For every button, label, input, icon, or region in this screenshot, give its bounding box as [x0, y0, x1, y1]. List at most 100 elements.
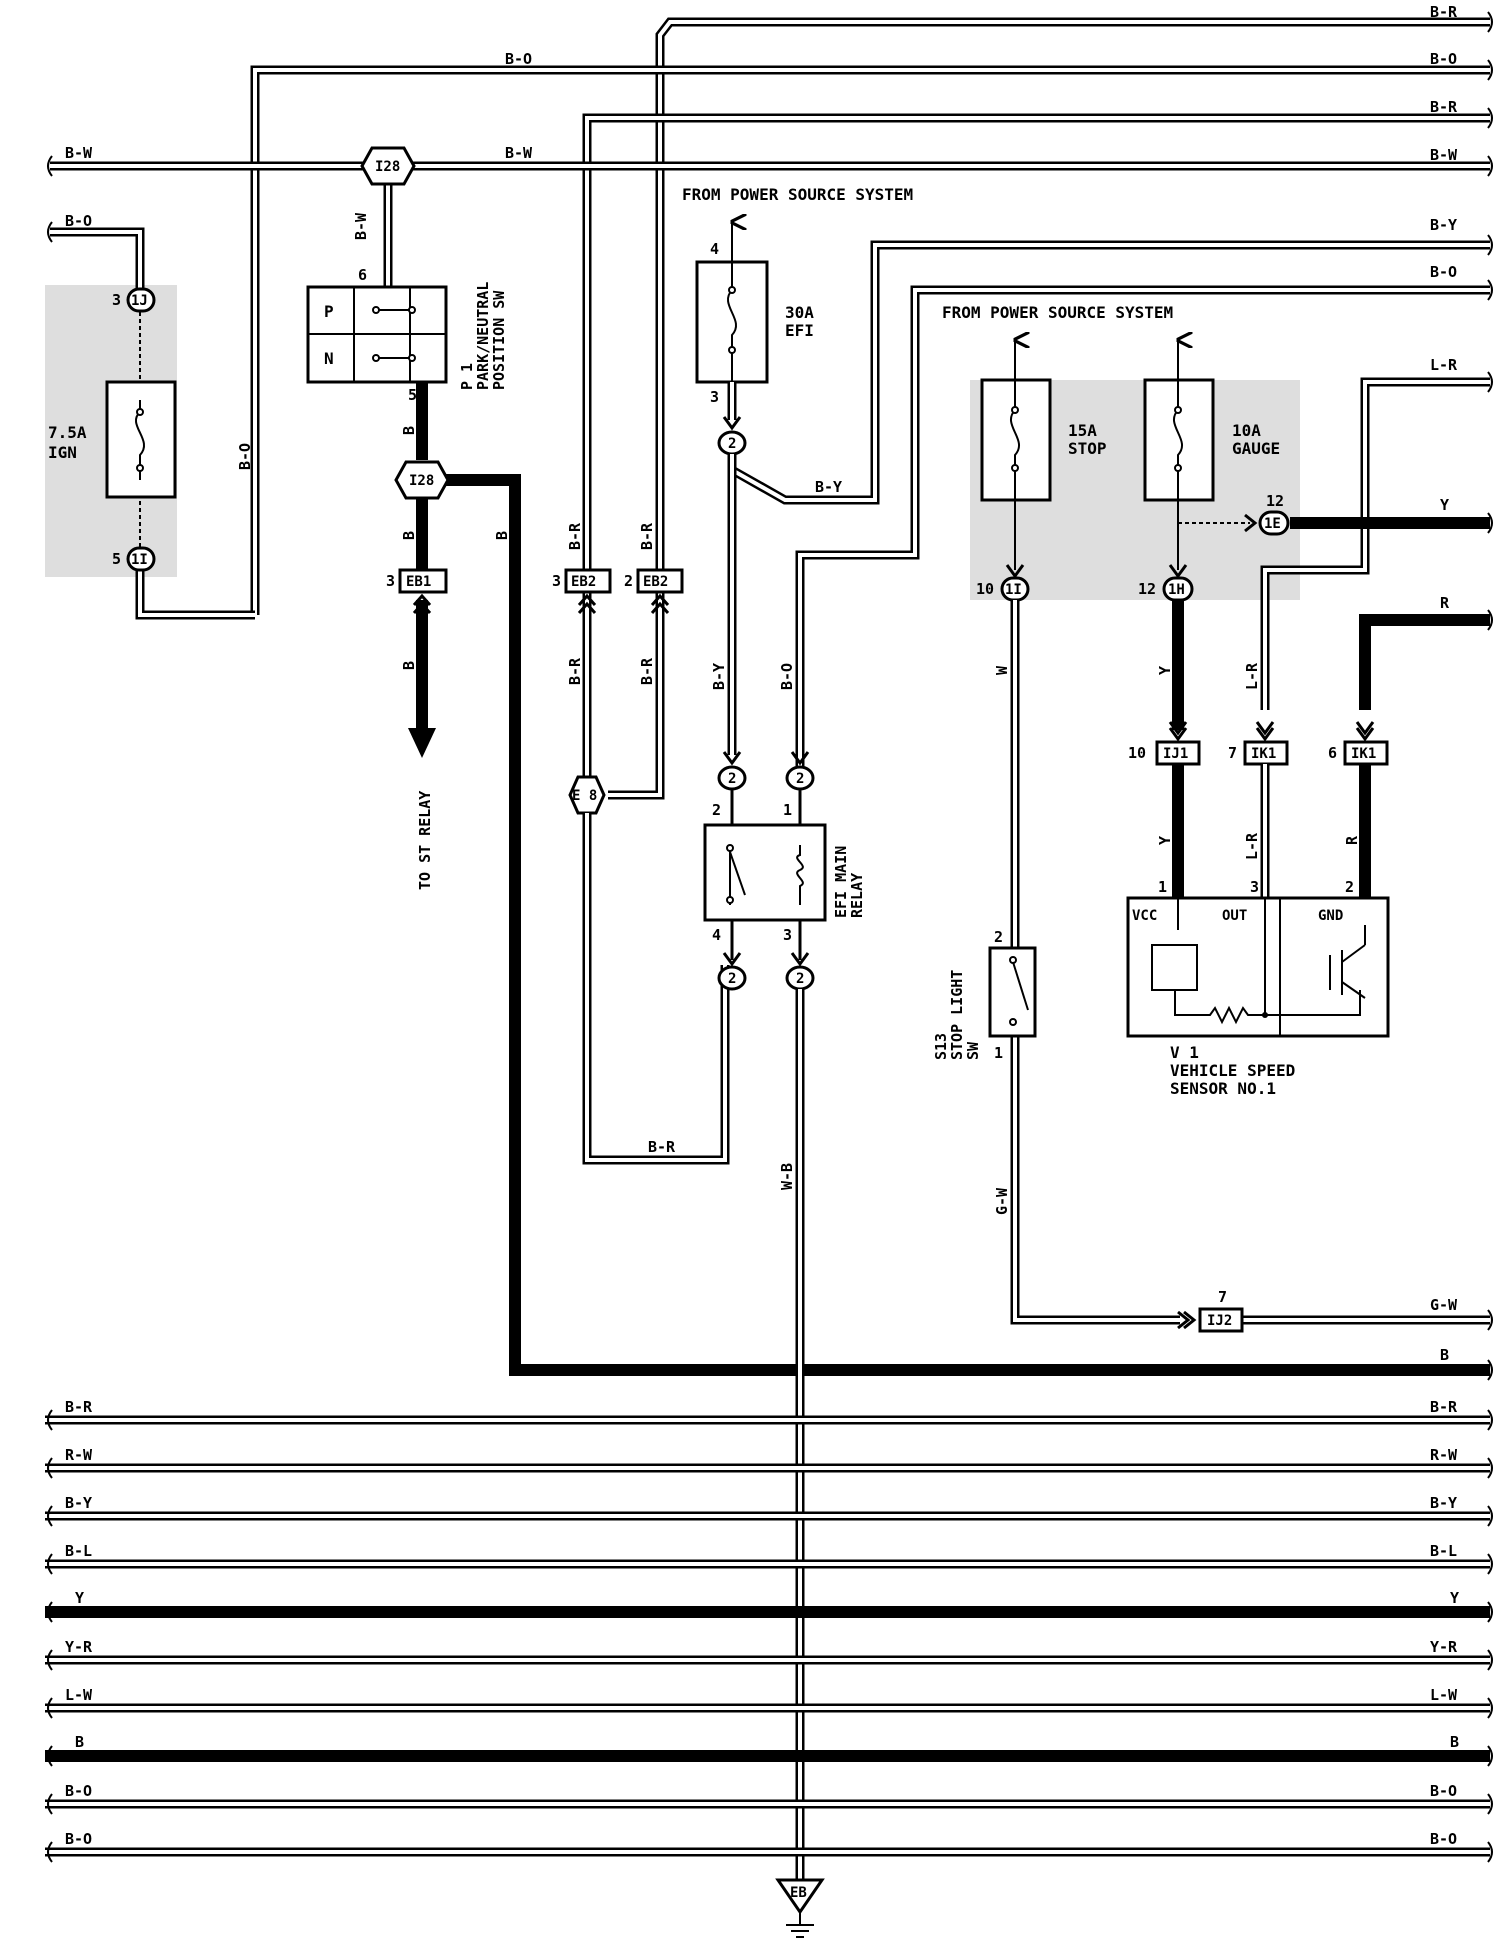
sensor-label-1: V 1 — [1170, 1043, 1199, 1062]
ign-top-connector: 1J — [131, 293, 148, 309]
wire-label-pn-b3: B — [400, 661, 418, 670]
eb1-pin: 3 — [386, 572, 395, 590]
wire-label-tr-3: B-W — [1430, 146, 1458, 164]
ik1-a-pin: 7 — [1228, 744, 1237, 762]
stop-gauge-fuses: 15A STOP 1I 10 10A GAUGE 1E 12 1H 12 — [976, 340, 1290, 955]
wire-label-gauge-y: Y — [1156, 666, 1174, 675]
ij1-connector: IJ1 — [1163, 746, 1188, 762]
wire-label-tr-10: B — [1440, 1346, 1449, 1364]
efi-in-pin: 4 — [710, 240, 719, 258]
wire-label-eb2-br-up1: B-R — [566, 522, 584, 550]
gauge-bot-connector: 1H — [1168, 582, 1185, 598]
relay-br-pin: 3 — [783, 926, 792, 944]
bus-left-8: B-O — [65, 1782, 92, 1800]
bus-right-8: B-O — [1430, 1782, 1457, 1800]
ign-fuse-amp: 7.5A — [48, 423, 87, 442]
bus-left-2: B-Y — [65, 1494, 92, 1512]
gauge-bot-pin: 12 — [1138, 580, 1156, 598]
wire-label-sensor-r: R — [1343, 835, 1361, 845]
stop-bot-pin: 10 — [976, 580, 994, 598]
wire-label-efi-by: B-Y — [815, 478, 842, 496]
bus-right-6: L-W — [1430, 1686, 1458, 1704]
ign-top-pin: 3 — [112, 291, 121, 309]
ign-fuse-name: IGN — [48, 443, 77, 462]
bus-left-5: Y-R — [65, 1638, 93, 1656]
top-wires — [50, 17, 1490, 1376]
terminal-gnd: GND — [1318, 908, 1343, 924]
efi-conn-2d: 2 — [728, 971, 736, 987]
ign-fuse: 7.5A IGN 1J 3 1I 5 — [48, 287, 177, 572]
bus-left-3: B-L — [65, 1542, 92, 1560]
wire-label-tr-1: B-O — [1430, 50, 1457, 68]
ign-bot-pin: 5 — [112, 550, 121, 568]
wire-label-tr-8: R — [1440, 594, 1450, 612]
stop-sw-label-3: SW — [964, 1041, 982, 1060]
wire-label-top-bo-mid: B-O — [505, 50, 532, 68]
gauge-fuse-amp: 10A — [1232, 421, 1261, 440]
sensor-pin-1: 1 — [1158, 878, 1167, 896]
captions: FROM POWER SOURCE SYSTEM FROM POWER SOUR… — [682, 185, 1173, 322]
stop-bot-connector: 1I — [1005, 582, 1022, 598]
pn-bot-pin: 5 — [408, 386, 417, 404]
wire-label-tr-4: B-Y — [1430, 216, 1457, 234]
bus-right-9: B-O — [1430, 1830, 1457, 1848]
wire-label-tr-5: B-O — [1430, 263, 1457, 281]
bus-left-1: R-W — [65, 1446, 93, 1464]
efi-conn-2b: 2 — [728, 771, 736, 787]
switch-pos-n: N — [324, 349, 334, 368]
ij2-pin: 7 — [1218, 1288, 1227, 1306]
eb2-junction: EB2 3 EB2 2 E 8 — [552, 568, 730, 1165]
efi-relay-label-2: RELAY — [848, 873, 866, 918]
from-power-source-2: FROM POWER SOURCE SYSTEM — [942, 303, 1173, 322]
wire-label-sensor-lr: L-R — [1243, 832, 1261, 860]
wire-label-efi-bo-vert: B-O — [778, 663, 796, 690]
wire-label-sensor-y: Y — [1156, 836, 1174, 845]
relay-tr-pin: 1 — [783, 801, 792, 819]
wire-label-tr-0: B-R — [1430, 3, 1458, 21]
bus-right-2: B-Y — [1430, 1494, 1457, 1512]
sensor-pin-2: 2 — [1345, 878, 1354, 896]
wire-label-tr-9: G-W — [1430, 1296, 1458, 1314]
terminal-vcc: VCC — [1132, 908, 1157, 924]
stop-sw-bot-pin: 1 — [994, 1044, 1003, 1062]
stop-sw-label-2: STOP LIGHT — [948, 970, 966, 1060]
wire-labels: B-R B-O B-R B-W B-Y B-O L-R Y R G-W B B-… — [65, 3, 1459, 1848]
wire-label-efi-by-vert: B-Y — [710, 663, 728, 690]
efi-conn-2a: 2 — [728, 436, 736, 452]
eb2-a-connector: EB2 — [571, 574, 596, 590]
eb2-b-connector: EB2 — [643, 574, 668, 590]
i28-top-connector: I28 — [375, 159, 400, 175]
eb2-a-pin: 3 — [552, 572, 561, 590]
efi-conn-2e: 2 — [796, 971, 804, 987]
relay-bl-pin: 4 — [712, 926, 721, 944]
wire-label-eb2-br-lo2: B-R — [638, 657, 656, 685]
efi-out-pin: 3 — [710, 388, 719, 406]
wire-label-stop-gw: G-W — [993, 1187, 1011, 1215]
wire-label-ign-bo: B-O — [236, 443, 254, 470]
gauge-side-connector: 1E — [1264, 516, 1281, 532]
bus-wires — [45, 1415, 1490, 1857]
ij2-connector: IJ2 — [1207, 1313, 1232, 1329]
wire-label-gauge-lr: L-R — [1243, 662, 1261, 690]
ik1-b-pin: 6 — [1328, 744, 1337, 762]
wire-label-pn-b1: B — [400, 426, 418, 435]
vehicle-speed-sensor: IJ1 10 IK1 7 IK1 6 1 3 2 VCC OUT GND V 1… — [1126, 721, 1390, 1098]
bus-left-6: L-W — [65, 1686, 93, 1704]
ground-connector: EB — [790, 1885, 807, 1901]
park-neutral-switch: I28 P N 6 5 P 1 PARK/NEUTRAL POSITION SW… — [306, 146, 508, 890]
pn-switch-label-1: P 1 — [458, 363, 476, 390]
wire-label-tr-2: B-R — [1430, 98, 1458, 116]
sensor-label-2: VEHICLE SPEED — [1170, 1061, 1295, 1080]
eb1-connector: EB1 — [406, 574, 431, 590]
pn-top-pin: 6 — [358, 266, 367, 284]
sensor-pin-3: 3 — [1250, 878, 1259, 896]
stop-light-switch: 2 1 S13 STOP LIGHT SW IJ2 7 — [932, 928, 1244, 1333]
wire-label-bottom-br: B-R — [648, 1138, 676, 1156]
efi-relay-label-1: EFI MAIN — [832, 846, 850, 918]
efi-conn-2c: 2 — [796, 771, 804, 787]
stop-sw-top-pin: 2 — [994, 928, 1003, 946]
bus-right-0: B-R — [1430, 1398, 1458, 1416]
wire-label-top-bw-mid: B-W — [505, 144, 533, 162]
ik1-b-connector: IK1 — [1351, 746, 1376, 762]
